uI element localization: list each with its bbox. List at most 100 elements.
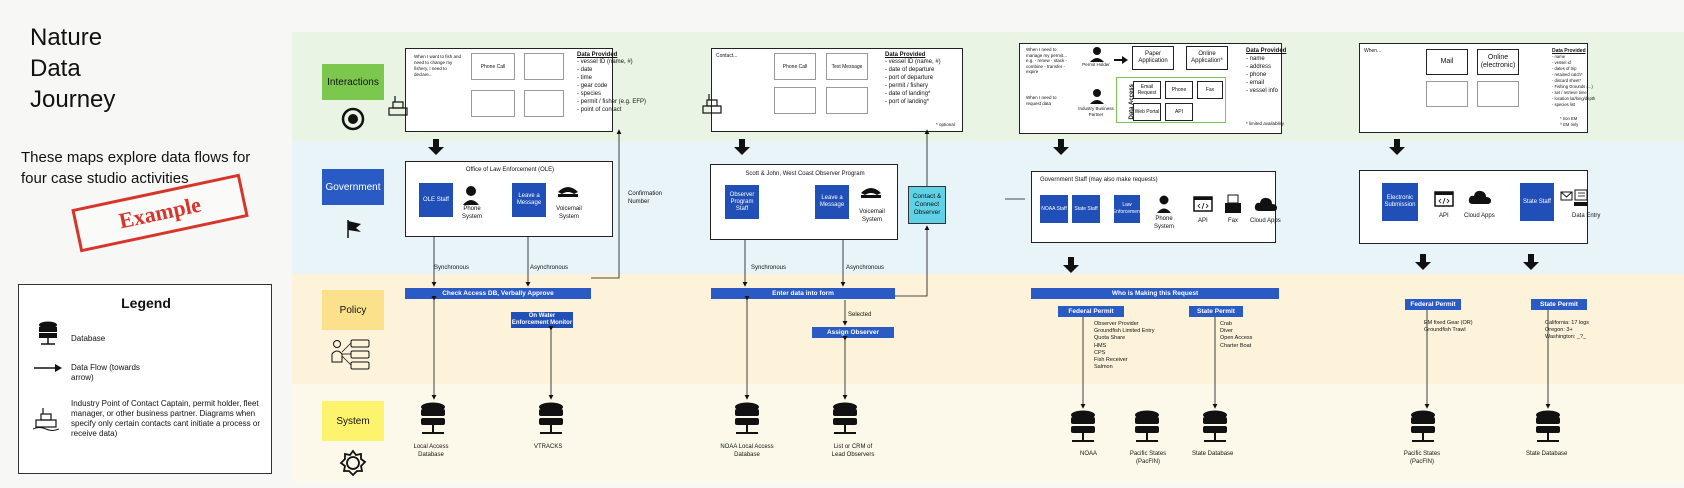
c4-electronic-submission: Electronic Submission	[1382, 183, 1418, 221]
page-subtitle: These maps explore data flows for four c…	[21, 149, 251, 187]
c2-text-message-card[interactable]: Text Message	[826, 53, 868, 80]
c4-cloud-label: Cloud Apps	[1464, 213, 1495, 219]
c3-fed-item: CPS	[1094, 349, 1106, 356]
c2-observer-staff: Observer Program Staff	[725, 185, 759, 219]
c4-state-permit: State Permit	[1531, 299, 1587, 310]
gear-icon	[339, 449, 367, 477]
c3-online-application[interactable]: Online Application*	[1186, 46, 1228, 70]
c2-phone-call-card[interactable]: Phone Call	[774, 53, 816, 80]
c3-government-box: Government Staff (may also make requests…	[1031, 171, 1281, 243]
c3-fed-item: Groundfish Limited Entry	[1094, 328, 1155, 335]
database-icons	[420, 401, 1561, 442]
c3-state-items: Crab Diver Open Access Charter Boat	[1220, 321, 1252, 350]
c3-api-icon	[1193, 196, 1213, 212]
c3-phone-system: Phone System	[1153, 216, 1174, 230]
arrow-right-icon	[34, 364, 62, 372]
c4-data-item: - vessel id	[1552, 60, 1571, 65]
c1-data-item: - date	[577, 67, 593, 73]
c4-state-item: Washington: _?_	[1545, 334, 1587, 341]
c3-arrow-icon	[1114, 56, 1128, 64]
c4-interaction-box: When... Mail Online (electronic) Data Pr…	[1359, 43, 1595, 133]
c1-government-box: Office of Law Enforcement (OLE) OLE Staf…	[405, 161, 613, 237]
c3-phone[interactable]: Phone	[1165, 81, 1193, 99]
c3-api[interactable]: API	[1165, 103, 1193, 121]
c1-data-item: - time	[577, 75, 592, 81]
c3-data-item: - vessel info	[1246, 88, 1279, 94]
lane-label-policy: Policy	[322, 290, 384, 330]
c4-blank-card-1	[1426, 81, 1468, 107]
c4-state-staff: State Staff	[1520, 183, 1554, 221]
c3-state-item: Diver	[1220, 328, 1233, 335]
c2-data-item: - vessel ID (name, #)	[885, 59, 941, 65]
c2-async: Asynchronous	[846, 265, 885, 271]
c3-fed-item: Salmon	[1094, 364, 1113, 371]
c1-telephone-icon	[558, 187, 578, 197]
c2-optional: * optional	[936, 122, 955, 127]
c2-data-item: - date of departure	[885, 67, 935, 73]
c3-data-item: - email	[1246, 80, 1265, 86]
c3-interaction-box: When I need to manage my permit... e.g. …	[1019, 43, 1286, 134]
c1-phone-call-card[interactable]: Phone Call	[471, 53, 515, 80]
lane-arrows	[428, 139, 1539, 273]
c4-online-card[interactable]: Online (electronic)	[1477, 49, 1519, 75]
boat-icon	[33, 408, 59, 431]
c4-mail-card[interactable]: Mail	[1426, 49, 1468, 75]
c3-gov-title: Government Staff (may also make requests…	[1040, 177, 1158, 183]
database-icon	[39, 321, 57, 345]
c3-db2-label: Pacific States (PacFIN)	[1129, 451, 1167, 465]
c3-db3-label: State Database	[1192, 451, 1234, 457]
c4-blank-card-2	[1477, 81, 1519, 107]
c3-intro2: When I need to request data	[1026, 95, 1057, 106]
c2-blank-card-1	[774, 87, 816, 114]
c3-industry-partner-icon	[1090, 89, 1104, 104]
c2-sync: Synchronous	[751, 265, 787, 271]
c4-cloud-icon	[1468, 190, 1491, 204]
c1-data-item: - permit / fisher (e.g. EFP)	[577, 99, 647, 105]
c4-note: ^ EM only	[1560, 122, 1579, 127]
c1-data-title: Data Provided	[577, 52, 618, 58]
c4-government-box: Electronic Submission API Cloud Apps Sta…	[1359, 170, 1600, 244]
c2-gov-title: Scott & John, West Coast Observer Progra…	[745, 171, 865, 177]
c3-web-portal[interactable]: Web Portal	[1133, 103, 1161, 121]
c1-blank-card-2	[471, 90, 515, 117]
c1-sync: Synchronous	[434, 265, 470, 271]
c4-data-item: - Fishing Grounds (...)	[1552, 84, 1593, 89]
c4-fed-item: Groundfish Trawl	[1424, 327, 1466, 334]
c3-fed-items: Observer Provider Groundfish Limited Ent…	[1094, 321, 1155, 371]
c4-api-icon	[1434, 191, 1454, 207]
legend-database: Database	[71, 334, 106, 343]
c3-law-enforcement: Law Enforcement	[1113, 195, 1141, 223]
c3-fax[interactable]: Fax	[1197, 81, 1223, 99]
c1-onwater: On Water Enforcement Monitor	[511, 312, 573, 328]
c4-data-item: - set / retrieve time	[1552, 90, 1587, 95]
c3-noaa-staff: NOAA Staff	[1040, 195, 1068, 223]
c3-fed-item: Observer Provider	[1094, 321, 1139, 327]
c2-db2-label: List or CRM of Lead Observers	[831, 444, 875, 458]
c1-db2-label: VTRACKS	[534, 444, 563, 450]
c1-gov-title: Office of Law Enforcement (OLE)	[465, 167, 555, 173]
c2-boat-icon	[702, 94, 722, 114]
c2-data-item: - date of landing*	[885, 91, 931, 97]
c3-fax-icon	[1225, 194, 1241, 213]
legend: Legend Database Data Flow (towards arrow…	[18, 284, 272, 474]
c2-contact-observer: Contact & Connect Observer	[908, 186, 946, 224]
c1-boat-icon	[388, 96, 408, 116]
legend-industry: Industry Point of Contact Captain, permi…	[71, 399, 260, 438]
c3-intro1: When I need to manage my permit... e.g. …	[1026, 47, 1068, 75]
c4-note: * non EM	[1560, 116, 1578, 121]
legend-title: Legend	[121, 295, 171, 311]
c4-data-entry-icon	[1560, 189, 1588, 206]
c3-email-request[interactable]: Email Request	[1133, 81, 1161, 99]
c2-selected: Selected	[848, 312, 872, 318]
policy-icon	[331, 339, 370, 370]
c3-data-access-group: Data Access Email Request Phone Fax Web …	[1116, 77, 1226, 123]
connector-lines	[431, 129, 1551, 409]
c1-ole-staff: OLE Staff	[419, 183, 453, 217]
c2-intro: Contact...	[716, 53, 738, 59]
lane-system	[292, 384, 1684, 482]
c4-fed-permit: Federal Permit	[1405, 299, 1461, 310]
c3-paper-application[interactable]: Paper Application	[1132, 46, 1174, 70]
c3-fed-item: HMS	[1094, 342, 1107, 349]
c3-data-item: - address	[1246, 64, 1272, 70]
